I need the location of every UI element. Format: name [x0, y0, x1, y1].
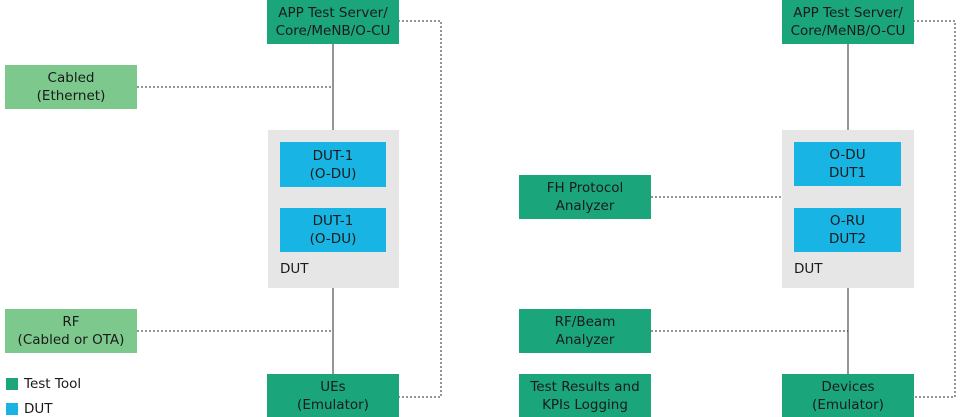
- left-server-ues-dashed-loop: [398, 20, 442, 398]
- right-app-test-server-box: APP Test Server/ Core/MeNB/O-CU: [782, 0, 914, 44]
- right-server-devices-dashed-loop: [913, 20, 956, 398]
- right-odu-box: O-DU DUT1: [794, 142, 901, 186]
- left-dut-label: DUT: [280, 261, 309, 277]
- left-dut1-top-box: DUT-1 (O-DU): [280, 142, 386, 187]
- left-app-test-server-box: APP Test Server/ Core/MeNB/O-CU: [267, 0, 399, 44]
- legend-dut-label: DUT: [24, 401, 53, 417]
- right-devices-box: Devices (Emulator): [782, 374, 914, 417]
- right-oru-box: O-RU DUT2: [794, 208, 901, 252]
- left-dut1-bottom-box: DUT-1 (O-DU): [280, 208, 386, 252]
- legend-dut-swatch: [6, 403, 18, 415]
- right-test-results-box: Test Results and KPIs Logging: [519, 374, 651, 417]
- legend-dut: DUT: [6, 401, 53, 417]
- right-fh-protocol-analyzer-box: FH Protocol Analyzer: [519, 175, 651, 219]
- legend-test-tool: Test Tool: [6, 376, 81, 392]
- right-rf-beam-analyzer-box: RF/Beam Analyzer: [519, 309, 651, 353]
- right-dut-label: DUT: [794, 261, 823, 277]
- legend-test-tool-label: Test Tool: [24, 376, 82, 392]
- left-rf-box: RF (Cabled or OTA): [5, 309, 137, 353]
- legend-test-tool-swatch: [6, 378, 18, 390]
- left-cabled-box: Cabled (Ethernet): [5, 65, 137, 109]
- left-ues-box: UEs (Emulator): [267, 374, 399, 417]
